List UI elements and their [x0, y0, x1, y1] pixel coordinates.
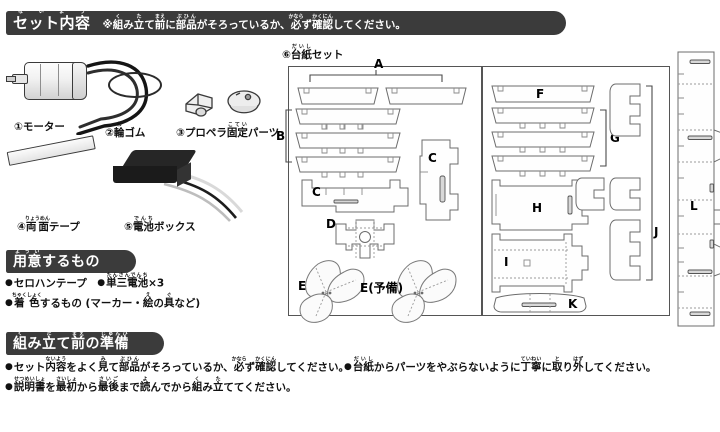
part-label-L: L — [690, 199, 698, 213]
part-I-box — [491, 233, 589, 293]
motor-shaft-tip — [6, 76, 16, 82]
part-K-strip — [493, 293, 587, 313]
diagram-caption: ⑥台紙だいしセット — [282, 44, 344, 62]
part-D — [335, 219, 395, 259]
part-label-A: A — [374, 57, 384, 71]
before-assembly-bullet-1: ●セット内容ないようをよく見みて部品ぶひんがそろっているか、必かならず確認かくに… — [5, 356, 349, 374]
part-label-B: B — [276, 129, 285, 143]
part-label-propeller-fixing: ③プロペラ固定こていパーツ — [176, 122, 280, 139]
part-label-G: G — [610, 131, 620, 145]
ruby-youi: ようい — [13, 249, 42, 255]
part-C-left — [301, 179, 409, 213]
part-B-strips — [295, 108, 401, 178]
cardboard-sheet-diagram: ⑥台紙だいしセット — [276, 44, 720, 334]
part-label-K: K — [568, 297, 578, 311]
section-title-before-assembly: 組くみ立たて前まえの準備じゅんび — [13, 331, 129, 352]
part-label-C-tall: C — [428, 151, 437, 165]
prepare-bullet-list: ●セロハンテープ ●単三電池たんさんでんち×3 ●着色ちゃくしょくするもの (マ… — [5, 272, 200, 312]
part-label-double-sided-tape: ④両面りょうめんテープ — [17, 216, 80, 233]
before-assembly-bullets-left: ●セット内容ないようをよく見みて部品ぶひんがそろっているか、必かならず確認かくに… — [5, 356, 349, 396]
battery-box-front — [113, 166, 177, 183]
part-E-spare-propeller — [391, 260, 457, 323]
part-F-strip — [491, 85, 595, 103]
part-label-H: H — [532, 201, 542, 215]
before-assembly-bullets-right: ●台紙だいしからパーツをやぶらないように丁寧ていねいに取とり外はずしてください。 — [344, 356, 656, 376]
part-label-J-bracket: J — [653, 225, 658, 239]
part-J-small-pieces — [575, 83, 641, 281]
before-assembly-bullet-2: ●説明書せつめいしょを最初さいしょから最後さいごまで読よんでから組くみ立たててく… — [5, 376, 297, 394]
section-header-before-assembly: 組くみ立たて前まえの準備じゅんび — [6, 332, 164, 355]
part-label-E: E — [298, 279, 306, 293]
part-label-D: D — [326, 217, 336, 231]
part-rubber-band-illustration — [108, 72, 162, 98]
part-E-propeller — [299, 260, 365, 323]
part-label-F: F — [536, 87, 544, 101]
part-propeller-fixing-illustration — [185, 90, 261, 117]
section-title-set-contents: セット内容ないよう — [13, 9, 91, 32]
prepare-bullet-1: ●セロハンテープ ●単三電池たんさんでんち×3 — [5, 272, 165, 290]
part-A-strips — [297, 87, 467, 105]
section-header-prepare: 用意よういするもの — [6, 250, 136, 273]
parts-illustration-area: ①モーター ②輪わゴム ③プロペラ固定こていパーツ — [0, 40, 279, 250]
ruby-naiyou: ないよう — [13, 9, 91, 15]
part-label-battery-box: ⑤電池でんちボックス — [124, 216, 196, 233]
section-title-prepare: 用意よういするもの — [13, 249, 100, 270]
part-C-tall — [419, 139, 459, 221]
sheet-parts-svg: C D E — [276, 51, 720, 327]
part-L-strip — [677, 51, 720, 327]
part-G-strips — [491, 107, 595, 177]
prepare-bullet-2: ●着色ちゃくしょくするもの (マーカー・絵えの具ぐなど) — [5, 292, 201, 310]
part-label-E-spare: E(予備) — [360, 280, 403, 295]
section-header-set-contents: セット内容ないよう ※組くみ立たて前まえに部品ぶひんがそろっているか、必かならず… — [6, 9, 566, 35]
part-label-rubber-band: ②輪わゴム — [105, 122, 146, 139]
motor-end-cap — [72, 62, 87, 100]
part-label-motor: ①モーター — [14, 121, 65, 133]
before-assembly-bullet-3: ●台紙だいしからパーツをやぶらないように丁寧ていねいに取とり外はずしてください。 — [344, 356, 657, 374]
part-double-sided-tape-illustration — [6, 135, 96, 166]
part-label-I: I — [504, 255, 508, 269]
section-note-set-contents: ※組くみ立たて前まえに部品ぶひんがそろっているか、必かならず確認かくにんしてくだ… — [102, 13, 406, 31]
part-label-C-wide: C — [312, 185, 321, 199]
